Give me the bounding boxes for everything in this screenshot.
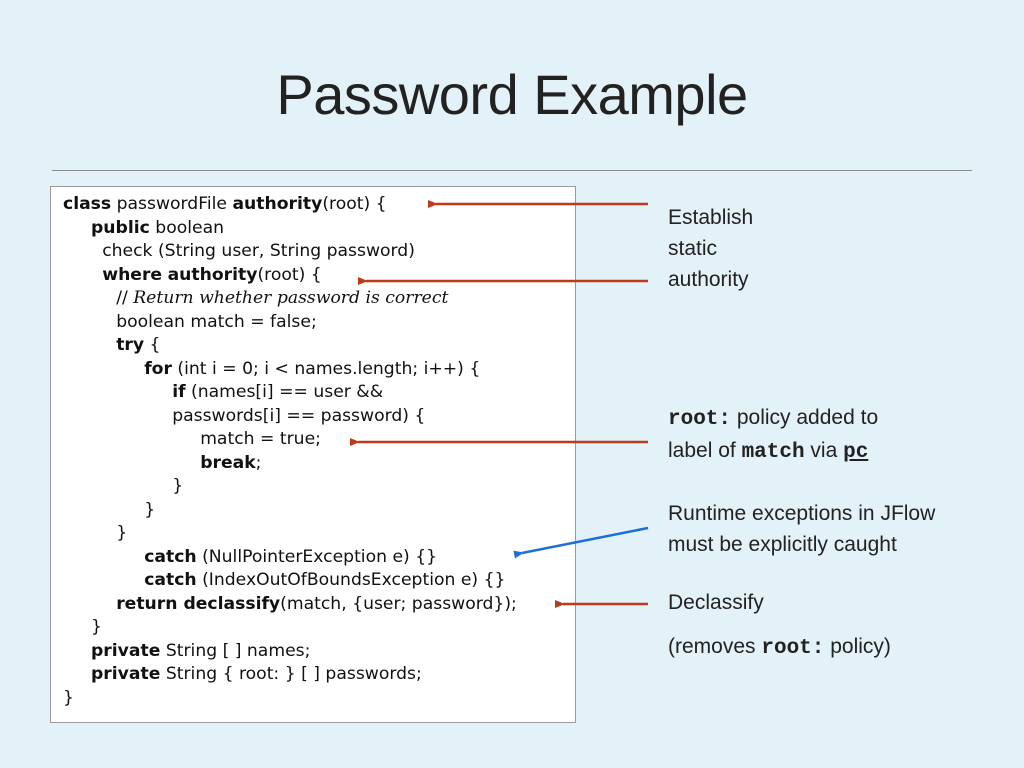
note-line: root: policy added to: [668, 402, 878, 435]
code-root: root:: [761, 637, 825, 660]
code-line: break;: [200, 452, 261, 476]
code-line: for (int i = 0; i < names.length; i++) {: [144, 358, 480, 382]
note-text: (removes: [668, 635, 762, 658]
code-keyword: public: [91, 217, 150, 238]
code-line: match = true;: [200, 428, 321, 452]
code-text: }: [116, 523, 128, 543]
code-text: passwords[i] == password) {: [172, 405, 426, 426]
code-text: {: [144, 335, 161, 355]
code-text: (root) {: [257, 264, 322, 285]
code-text: boolean match = false;: [116, 311, 317, 332]
code-line: catch (NullPointerException e) {}: [144, 546, 437, 570]
note-line: static: [668, 237, 718, 260]
code-text: (IndexOutOfBoundsException e) {}: [196, 570, 506, 590]
code-text: String [ ] names;: [160, 640, 311, 661]
code-line: class passwordFile authority(root) {: [63, 193, 387, 217]
note-line: authority: [668, 268, 749, 291]
code-pc: pc: [843, 441, 869, 464]
code-comment: Return whether password is correct: [133, 288, 449, 308]
code-line: try {: [116, 334, 160, 358]
slide-title: Password Example: [276, 63, 748, 126]
note-line: Runtime exceptions in JFlow: [668, 502, 936, 525]
note-text: label of: [668, 439, 742, 462]
code-line: if (names[i] == user &&: [172, 381, 383, 405]
code-line: }: [116, 522, 127, 546]
note-line: Declassify: [668, 591, 764, 614]
code-keyword: authority: [167, 264, 258, 285]
note-line: label of match via pc: [668, 435, 878, 468]
code-line: }: [144, 499, 155, 523]
note-establish-authority: Establish static authority: [668, 202, 753, 295]
code-keyword: class: [63, 194, 112, 214]
code-line: boolean match = false;: [116, 311, 317, 335]
code-keyword: break: [200, 452, 256, 473]
code-line: private String [ ] names;: [91, 640, 310, 664]
code-text: (int i = 0; i < names.length; i++) {: [171, 358, 481, 379]
code-text: String { root: } [ ] passwords;: [160, 664, 422, 684]
code-text: (names[i] == user &&: [185, 382, 384, 402]
code-keyword: where: [102, 264, 163, 285]
note-line: (removes root: policy): [668, 631, 891, 664]
code-text: }: [144, 499, 156, 520]
note-text: policy added to: [731, 406, 879, 429]
arrow-to-catch: [513, 526, 649, 559]
code-text: match = true;: [200, 429, 321, 449]
code-keyword: for: [144, 358, 172, 379]
note-declassify: Declassify (removes root: policy): [668, 587, 891, 664]
code-keyword: if: [172, 382, 186, 402]
code-keyword: try: [116, 335, 145, 355]
note-line: Establish: [668, 206, 754, 229]
code-line: }: [172, 475, 183, 499]
code-text: }: [63, 687, 74, 708]
code-text: check (String user, String password): [102, 241, 415, 261]
note-text: policy): [824, 635, 891, 658]
code-line: }: [63, 687, 74, 711]
code-text: //: [116, 288, 134, 308]
code-keyword: catch: [144, 546, 197, 567]
title-divider: [52, 170, 972, 171]
note-text: via: [804, 439, 844, 462]
code-keyword: return declassify: [116, 593, 281, 614]
code-text: (match, {user; password});: [280, 593, 517, 614]
code-line: check (String user, String password): [102, 240, 415, 264]
note-line: must be explicitly caught: [668, 533, 897, 556]
code-text: }: [91, 617, 102, 637]
code-keyword: catch: [144, 570, 197, 590]
code-text: }: [172, 476, 184, 496]
note-runtime-exceptions: Runtime exceptions in JFlow must be expl…: [668, 498, 935, 560]
code-line: // Return whether password is correct: [116, 287, 448, 311]
code-keyword: authority: [232, 194, 323, 214]
code-text: ;: [255, 452, 262, 473]
code-line: private String { root: } [ ] passwords;: [91, 663, 422, 687]
code-line: passwords[i] == password) {: [172, 405, 425, 429]
code-listing: class passwordFile authority(root) {publ…: [50, 186, 576, 723]
code-keyword: private: [91, 640, 161, 661]
code-text: (NullPointerException e) {}: [196, 546, 438, 567]
note-root-policy: root: policy added to label of match via…: [668, 402, 878, 468]
code-text: passwordFile: [111, 194, 233, 214]
code-text: (root) {: [322, 194, 387, 214]
code-line: public boolean: [91, 217, 224, 241]
code-line: }: [91, 616, 102, 640]
code-line: return declassify(match, {user; password…: [116, 593, 517, 617]
code-line: where authority(root) {: [102, 264, 322, 288]
code-keyword: private: [91, 664, 161, 684]
code-match: match: [741, 441, 805, 464]
code-line: catch (IndexOutOfBoundsException e) {}: [144, 569, 505, 593]
code-root: root:: [668, 408, 732, 431]
code-text: boolean: [149, 217, 225, 238]
